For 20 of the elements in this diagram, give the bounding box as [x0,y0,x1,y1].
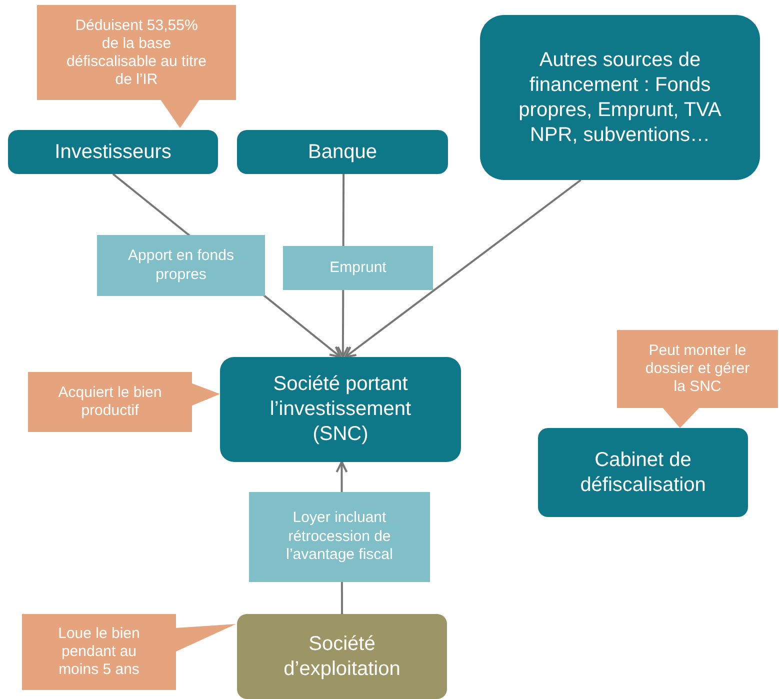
callout-text: Peut monter le dossier et gérer la SNC [644,342,751,396]
callout-text: Acquiert le bien productif [57,384,163,420]
edge-label: Emprunt [283,246,433,290]
node-label: Société portant l’investissement (SNC) [268,372,412,447]
edge-label: Loyer incluant rétrocession de l’avantage fiscal [249,492,430,582]
process-box [8,130,218,174]
node-label: Cabinet de défiscalisation [579,448,707,498]
process-box [237,614,447,699]
callout-text: Loue le bien pendant au moins 5 ans [57,625,141,679]
process-box [480,15,760,180]
arrow [344,179,582,358]
node-label: Investisseurs [54,140,172,164]
node-label: Banque [308,140,377,164]
process-box [237,130,448,174]
edge-label: Apport en fonds propres [97,235,265,296]
node-label: Autres sources de financement : Fonds propres, Emprunt, TVA NPR, subventions… [518,48,722,148]
process-box [538,428,748,517]
process-box [220,357,461,462]
callout-text: Déduisent 53,55% de la base défiscalisable au titre de l’IR [65,16,208,88]
node-label: Société d’exploitation [282,632,402,682]
